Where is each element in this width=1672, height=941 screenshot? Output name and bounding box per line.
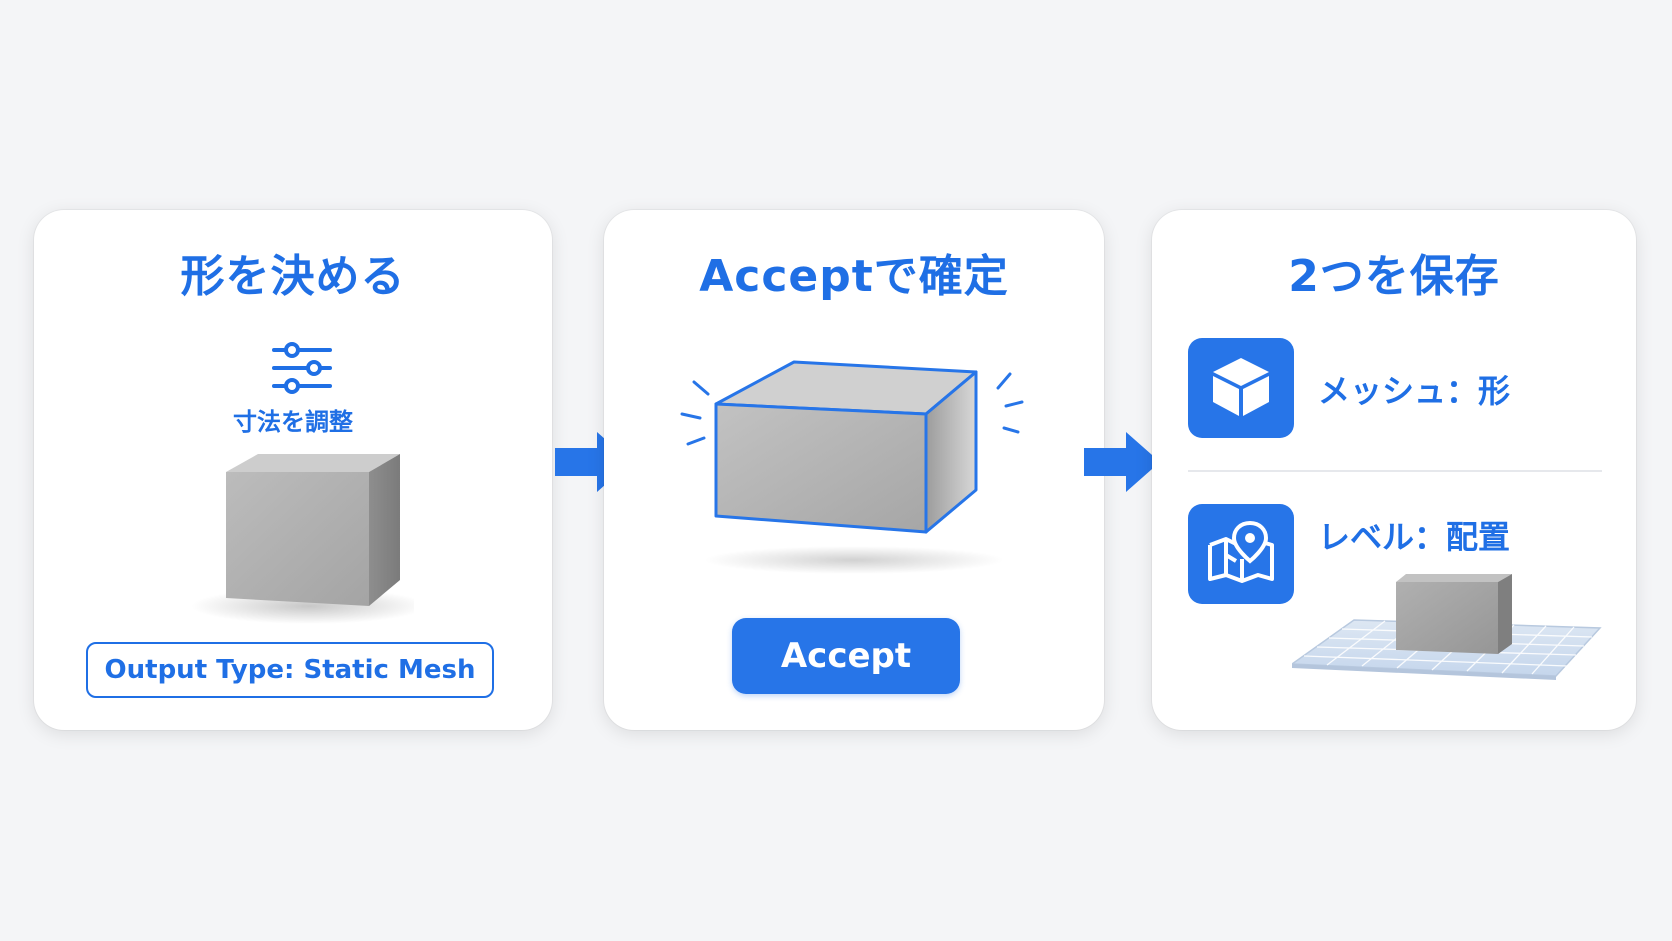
dimension-adjust-label: 寸法を調整	[233, 408, 353, 436]
level-save-label: レベル：配置	[1318, 518, 1511, 556]
step-title-accept: Acceptで確定	[699, 251, 1009, 302]
highlighted-box-3d	[674, 358, 1034, 582]
divider	[1188, 470, 1602, 472]
sliders-icon	[270, 342, 334, 398]
gray-box-3d	[174, 438, 427, 632]
step-card-shape: 形を決める 寸法を調整	[34, 210, 552, 730]
level-icon-tile	[1188, 504, 1294, 604]
step-card-save: 2つを保存 メッシュ：形 レベル：配置	[1152, 210, 1636, 730]
map-pin-icon	[1206, 519, 1276, 589]
step-card-accept: Acceptで確定	[604, 210, 1104, 730]
arrow-right-icon	[1082, 432, 1162, 496]
mesh-icon-tile	[1188, 338, 1294, 438]
step-title-save: 2つを保存	[1288, 251, 1500, 302]
mesh-save-label: メッシュ：形	[1318, 372, 1511, 410]
cube-icon	[1209, 354, 1273, 422]
output-type-static-mesh: Output Type: Static Mesh	[86, 642, 494, 698]
step-title-shape: 形を決める	[180, 251, 406, 302]
box-on-grid-plane	[1289, 566, 1604, 690]
accept-button[interactable]: Accept	[732, 618, 960, 694]
